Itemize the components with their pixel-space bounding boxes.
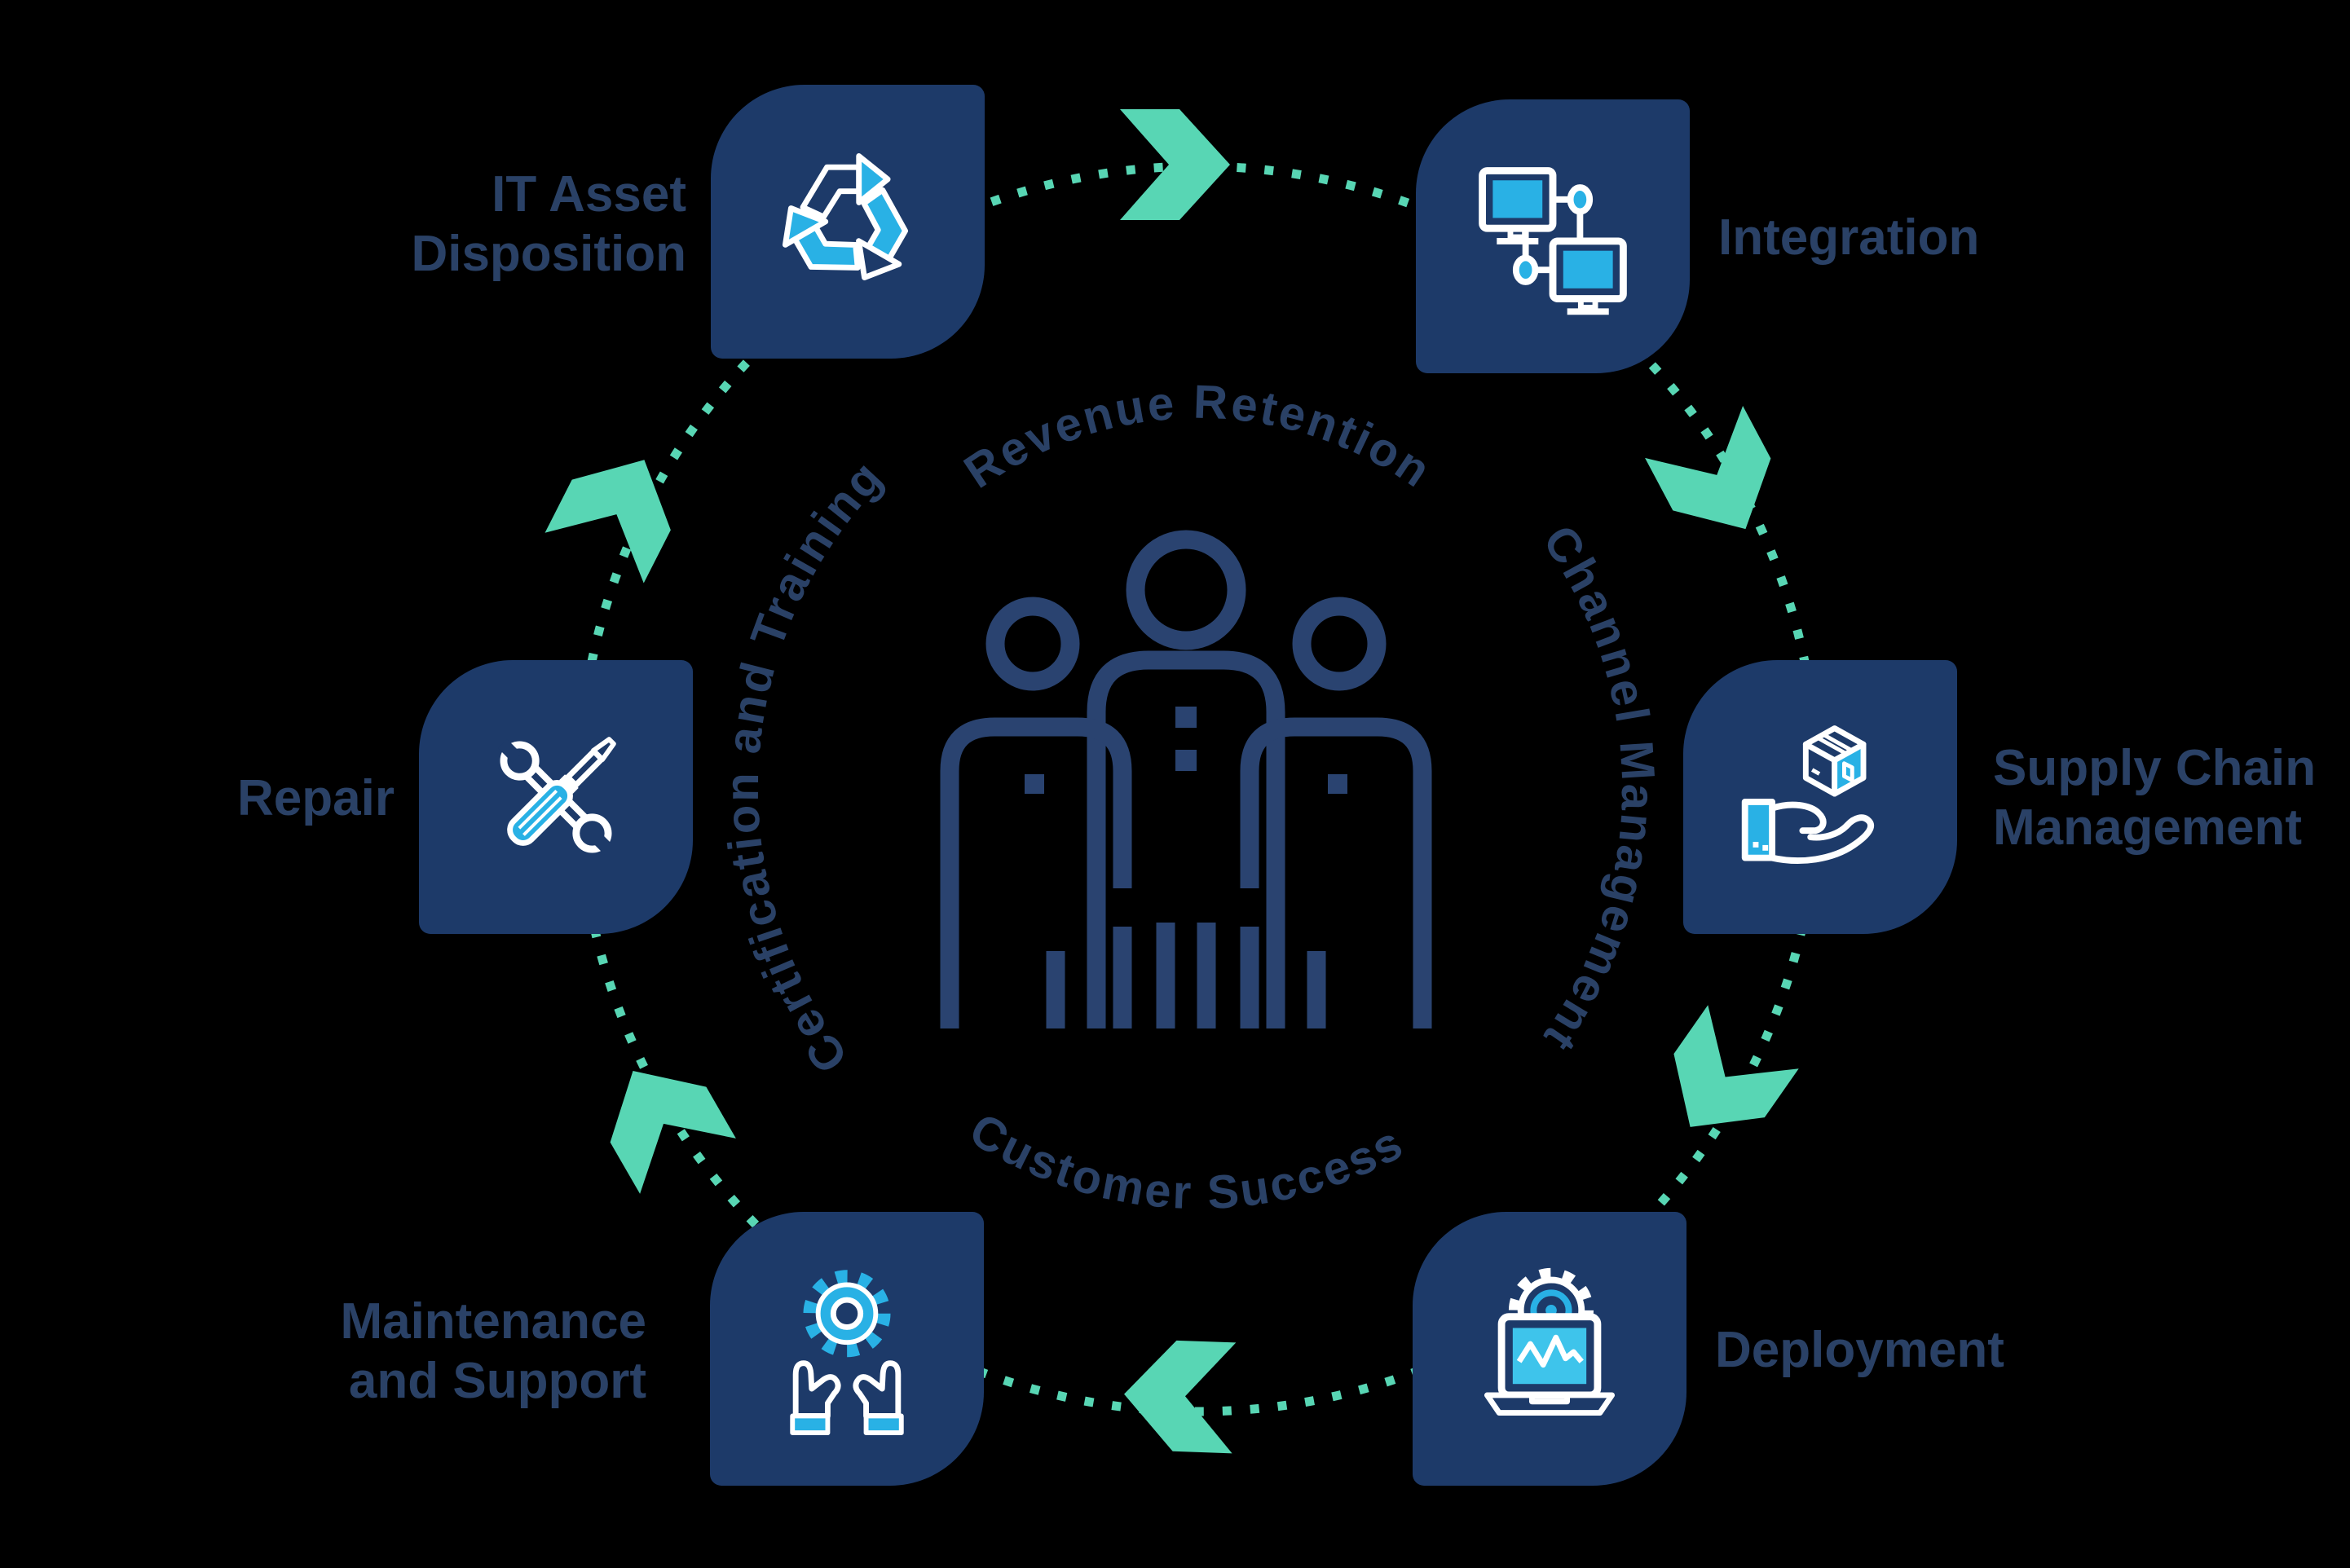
flow-arrow-lower-right bbox=[1673, 1005, 1799, 1127]
flow-arrow-top bbox=[1120, 109, 1230, 220]
hands-holding-gear-icon bbox=[790, 1270, 904, 1436]
ring-label-customer-success: Customer Success bbox=[961, 1103, 1413, 1219]
ring-label-certification-training: Certification and Training bbox=[716, 450, 894, 1083]
tile-integration bbox=[1416, 99, 1690, 373]
label-deployment: Deployment bbox=[1715, 1320, 2004, 1380]
tile-it-asset-disposition bbox=[711, 85, 985, 359]
tile-deployment bbox=[1413, 1212, 1686, 1486]
label-line: Maintenance bbox=[340, 1293, 646, 1350]
tile-maintenance-and-support bbox=[710, 1212, 984, 1486]
flow-arrow-upper-right bbox=[1645, 406, 1771, 530]
networked-computers-icon bbox=[1479, 167, 1627, 315]
laptop-gear-icon bbox=[1484, 1267, 1616, 1416]
label-line: IT Asset bbox=[492, 166, 686, 222]
ring-label-revenue-retention: Revenue Retention bbox=[955, 376, 1442, 499]
label-line: Deployment bbox=[1715, 1322, 2004, 1378]
label-integration: Integration bbox=[1718, 208, 1979, 267]
label-line: Management bbox=[1993, 799, 2302, 856]
label-line: Supply Chain bbox=[1993, 740, 2317, 796]
tile-repair bbox=[419, 660, 693, 934]
ring-label-channel-management: Channel Management bbox=[1532, 516, 1664, 1062]
label-repair: Repair bbox=[237, 769, 395, 828]
wrench-screwdriver-icon bbox=[498, 737, 616, 855]
label-line: and Support bbox=[348, 1353, 646, 1409]
flow-arrow-lower-left bbox=[610, 1070, 736, 1194]
label-maintenance-and-support: Maintenance and Support bbox=[340, 1292, 646, 1411]
label-supply-chain-management: Supply Chain Management bbox=[1993, 738, 2316, 857]
label-it-asset-disposition: IT Asset Disposition bbox=[411, 165, 686, 284]
label-line: Repair bbox=[237, 770, 395, 826]
team-of-people-icon bbox=[940, 530, 1432, 1028]
flow-arrow-upper-left bbox=[545, 460, 671, 584]
recycle-icon bbox=[782, 153, 909, 280]
flow-arrow-bottom bbox=[1124, 1340, 1237, 1454]
hand-delivery-box-icon bbox=[1741, 725, 1874, 864]
tile-supply-chain-management bbox=[1683, 660, 1957, 934]
label-line: Disposition bbox=[411, 226, 686, 282]
label-line: Integration bbox=[1718, 209, 1980, 266]
